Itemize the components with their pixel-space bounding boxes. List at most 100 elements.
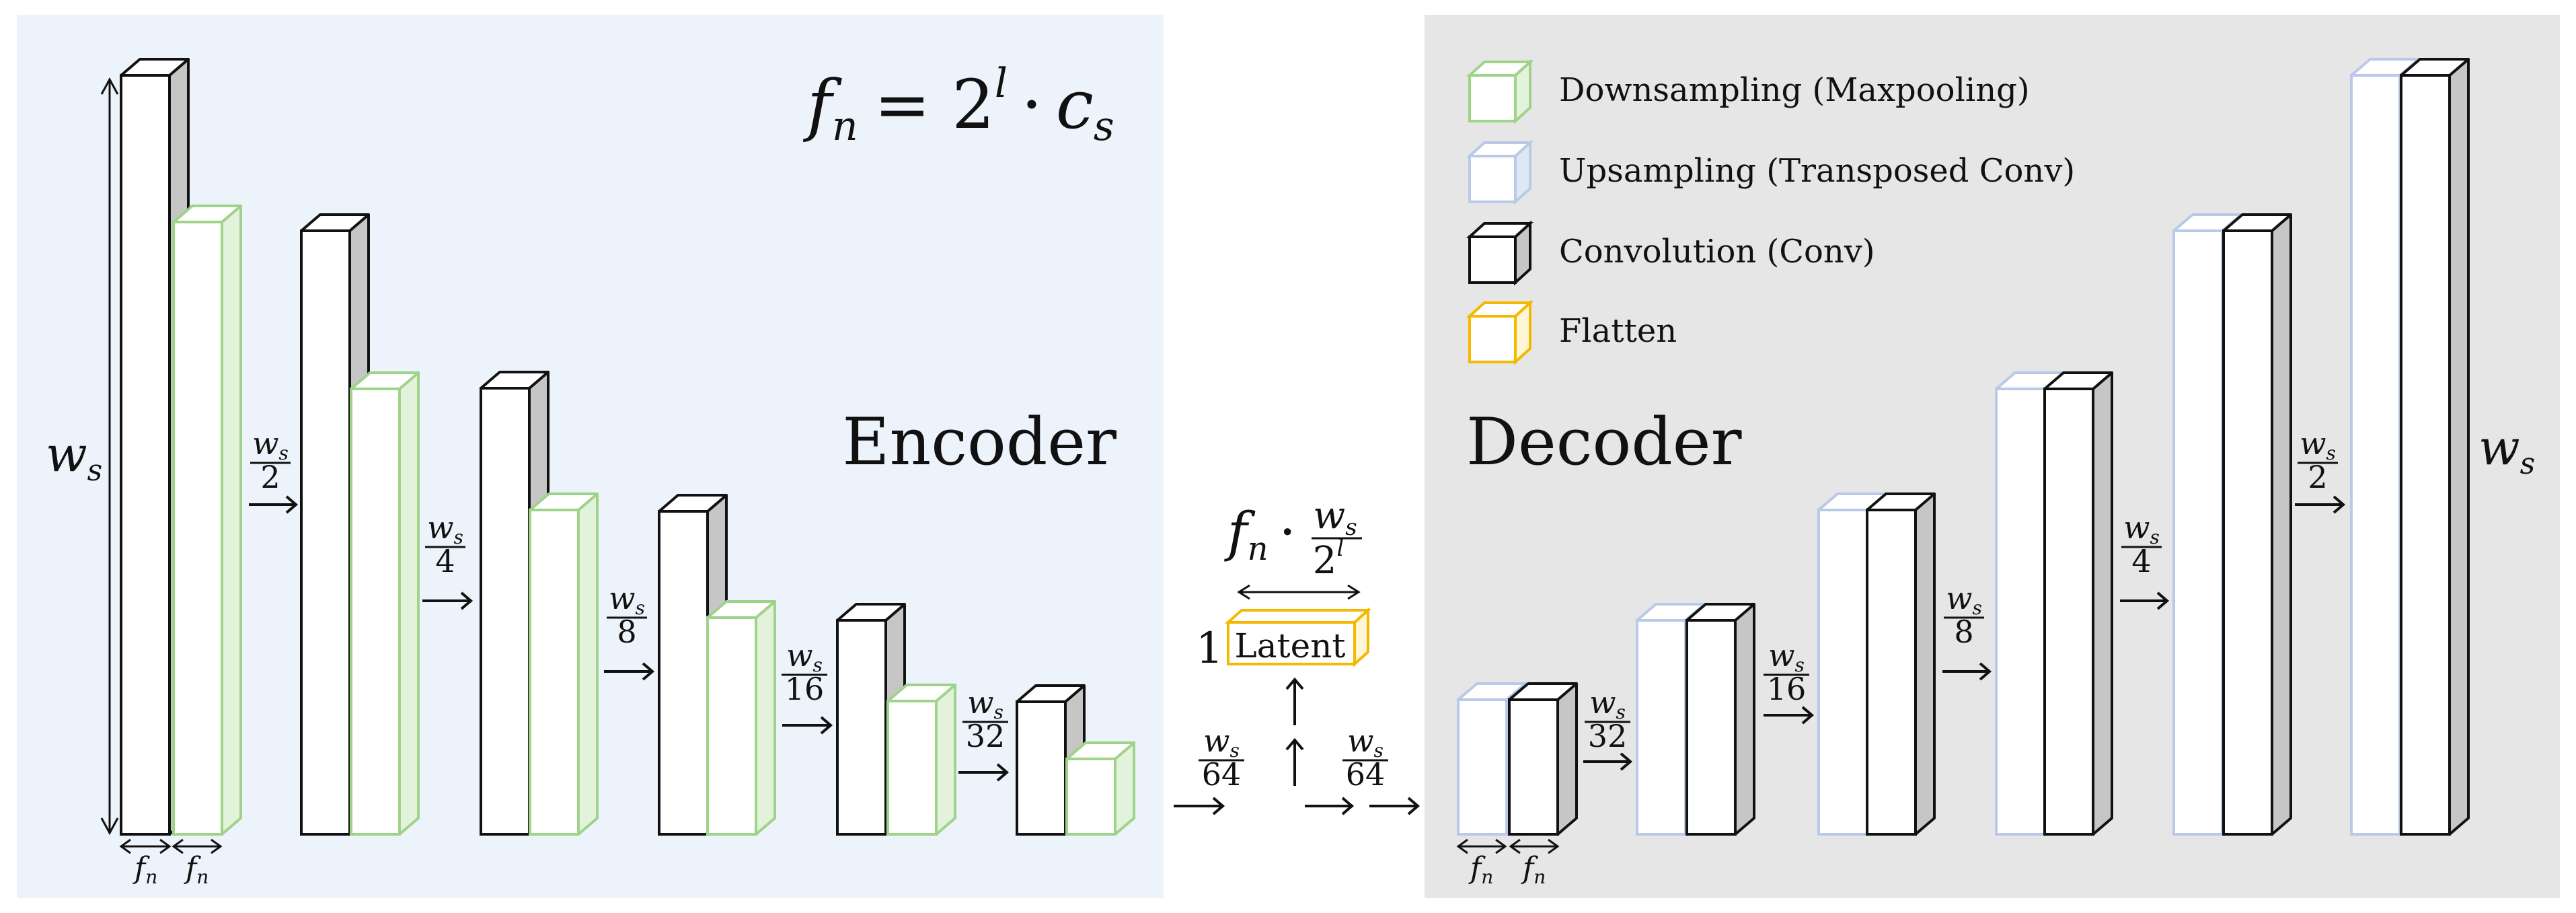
svg-text:ws: ws — [1313, 494, 1357, 541]
encoder-pool-block-1-front — [172, 221, 223, 836]
decoder-conv-block-4-side — [2092, 371, 2113, 836]
legend-label-1: Downsampling (Maxpooling) — [1559, 71, 2030, 109]
decoder-conv-block-5-front — [2222, 229, 2273, 836]
decoder-conv-block-6 — [2400, 58, 2470, 836]
legend-swatch-1 — [1468, 74, 1517, 122]
latent-arrow-up-1-head — [1285, 737, 1304, 751]
svg-text:ws: ws — [252, 425, 289, 464]
encoder-pool-block-3 — [529, 492, 599, 836]
svg-text:4: 4 — [2131, 543, 2151, 579]
encoder-arrow-4 — [782, 716, 833, 735]
decoder-conv-block-1-front — [1508, 698, 1559, 836]
decoder-conv-block-4 — [2043, 371, 2113, 836]
encoder-pool-block-6-front — [1065, 758, 1116, 836]
encoder-conv-block-5-front — [836, 619, 887, 836]
encoder-pool-block-4-side — [755, 600, 776, 836]
latent-arrow-up-2 — [1285, 677, 1304, 725]
encoder-fractions: ws 2 ws 4 ws 8 ws 16 ws 32 ws 64 — [250, 425, 1244, 793]
decoder-title: Decoder — [1466, 404, 1742, 480]
legend-item-3: Convolution (Conv) — [1466, 220, 1875, 286]
bottleneck-arrow-2-head — [1341, 797, 1355, 815]
decoder-conv-block-4-front — [2043, 388, 2094, 836]
fraction-dec-6: ws 2 — [2298, 425, 2338, 495]
encoder-arrow-5-head — [996, 763, 1010, 782]
latent-arrow-up-2-head — [1285, 677, 1304, 690]
decoder-arrow-1-head — [1620, 752, 1633, 771]
formula-c: c — [1056, 65, 1094, 144]
encoder-title: Encoder — [842, 404, 1116, 480]
decoder-arrow-3-head — [1979, 662, 1992, 681]
encoder-arrow-1-head — [285, 495, 299, 514]
decoder-arrow-1 — [1583, 752, 1633, 771]
svg-text:16: 16 — [1767, 671, 1807, 707]
decoder-arrow-3 — [1942, 662, 1992, 681]
latent-top — [1224, 609, 1372, 624]
decoder-arrow-2 — [1764, 706, 1815, 725]
decoder-conv-block-6-front — [2400, 74, 2451, 836]
svg-text:4: 4 — [435, 543, 455, 579]
legend-label-2: Upsampling (Transposed Conv) — [1559, 152, 2075, 190]
legend-item-4: Flatten — [1466, 299, 1677, 365]
legend-swatch-3 — [1468, 235, 1517, 284]
bottleneck-arrow-3 — [1369, 797, 1420, 815]
encoder-arrow-2 — [422, 591, 473, 610]
encoder-pool-block-1-side — [221, 205, 242, 836]
encoder-conv-block-5 — [836, 603, 906, 836]
decoder-conv-block-5 — [2222, 213, 2292, 836]
encoder-height-dimension — [100, 77, 119, 836]
fraction-dec-5: ws 4 — [2121, 509, 2162, 579]
formula-f-sub: n — [832, 103, 858, 150]
decoder-conv-block-2-side — [1734, 603, 1755, 836]
svg-text:8: 8 — [617, 614, 636, 650]
encoder-conv-block-2-front — [300, 229, 351, 836]
latent-block — [1224, 607, 1372, 667]
formula-dot: · — [1021, 65, 1043, 144]
encoder-arrow-1 — [249, 495, 299, 514]
legend-label-3: Convolution (Conv) — [1559, 233, 1875, 270]
encoder-pool-block-3-side — [577, 492, 599, 836]
latent-width-fraction: ws 2l — [1312, 494, 1362, 583]
fraction-dec-1: ws 64 — [1342, 723, 1388, 793]
decoder-up-block-4-front — [1995, 388, 2046, 836]
encoder-pool-block-2-front — [350, 388, 401, 836]
bottleneck-arrow-1-head — [1212, 797, 1225, 815]
decoder-width-label-1: fn — [1468, 851, 1493, 888]
encoder-pool-block-5-side — [935, 684, 956, 836]
decoder-conv-block-3-side — [1914, 492, 1936, 836]
encoder-pool-block-5-front — [886, 700, 938, 836]
encoder-conv-block-3-front — [480, 387, 531, 836]
latent-arrow-up-1 — [1285, 737, 1304, 786]
decoder-conv-block-6-side — [2448, 58, 2470, 836]
decoder-up-block-3-front — [1817, 509, 1868, 836]
formula-sup: l — [995, 60, 1008, 107]
decoder-arrow-5 — [2295, 495, 2346, 514]
encoder-height-label: ws — [46, 426, 102, 488]
latent-front — [1227, 621, 1356, 665]
decoder-up-block-5-front — [2172, 229, 2224, 836]
formula-equals: = 2 — [874, 65, 995, 144]
formula-c-sub: s — [1094, 103, 1114, 150]
encoder-conv-block-6-front — [1016, 700, 1067, 836]
encoder-pool-block-2-side — [398, 371, 420, 836]
encoder-pool-block-4-front — [706, 616, 757, 836]
decoder-arrow-4-head — [2156, 591, 2170, 610]
legend-label-4: Flatten — [1559, 312, 1677, 350]
decoder-arrow-4 — [2120, 591, 2170, 610]
bottleneck-arrow-3-head — [1407, 797, 1420, 815]
svg-text:32: 32 — [966, 718, 1006, 754]
fraction-enc-6: ws 64 — [1199, 723, 1244, 793]
decoder-conv-block-3-front — [1866, 509, 1917, 836]
decoder-conv-block-1 — [1508, 682, 1578, 836]
encoder-conv-block-4-front — [658, 510, 709, 836]
latent-width-formula: fn· — [1224, 501, 1296, 568]
encoder-pool-block-4 — [706, 600, 776, 836]
decoder-conv-block-2 — [1685, 603, 1755, 836]
svg-text:2: 2 — [260, 459, 280, 495]
encoder-arrow-4-head — [820, 716, 833, 735]
svg-text:64: 64 — [1346, 756, 1386, 793]
svg-text:32: 32 — [1588, 718, 1628, 754]
encoder-width-label-1: fn — [132, 851, 157, 888]
decoder-conv-block-3 — [1866, 492, 1936, 836]
fraction-enc-4: ws 16 — [782, 637, 827, 707]
feature-map-blocks — [120, 58, 2470, 836]
